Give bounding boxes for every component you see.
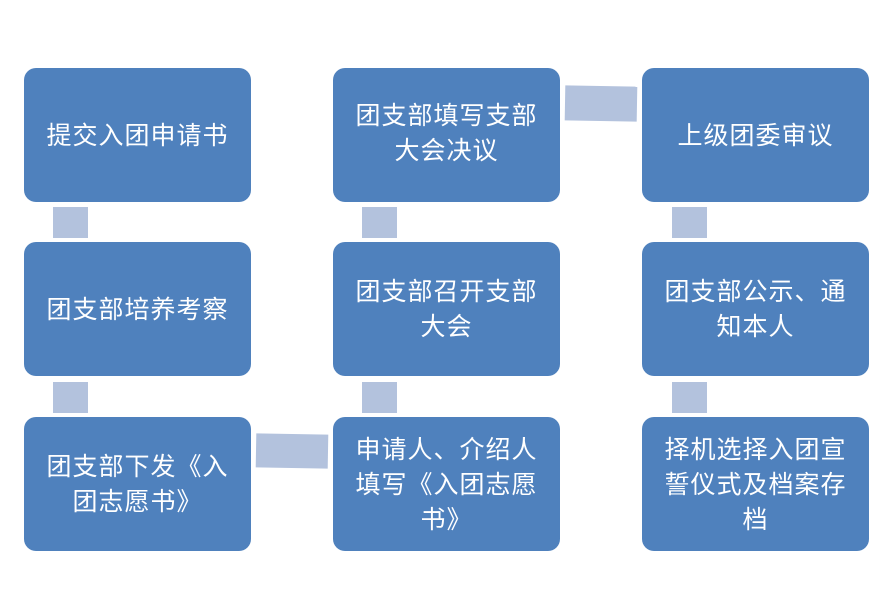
- step-4-box: 申请人、介绍人填写《入团志愿书》: [333, 417, 560, 551]
- connector: [672, 207, 707, 238]
- step-1-box: 提交入团申请书: [24, 68, 251, 202]
- connector: [362, 207, 397, 238]
- connector: [53, 207, 88, 238]
- step-label: 提交入团申请书: [46, 120, 229, 150]
- step-label: 团支部培养考察: [46, 294, 229, 324]
- step-label: 择机选择入团宣誓仪式及档案存档: [664, 434, 847, 534]
- step-label: 团支部公示、通知本人: [664, 277, 847, 341]
- step-9-box: 择机选择入团宣誓仪式及档案存档: [642, 417, 869, 551]
- step-label: 上级团委审议: [677, 120, 834, 150]
- step-label: 团支部下发《入团志愿书》: [46, 452, 229, 516]
- step-label: 团支部召开支部大会: [355, 277, 538, 341]
- step-5-box: 团支部召开支部大会: [333, 242, 560, 376]
- connector: [672, 382, 707, 413]
- connector: [362, 382, 397, 413]
- step-2-box: 团支部培养考察: [24, 242, 251, 376]
- connector: [564, 85, 638, 122]
- step-8-box: 团支部公示、通知本人: [642, 242, 869, 376]
- connector: [53, 382, 88, 413]
- connector: [255, 433, 329, 469]
- step-7-box: 上级团委审议: [642, 68, 869, 202]
- step-label: 团支部填写支部大会决议: [355, 101, 538, 165]
- step-6-box: 团支部填写支部大会决议: [333, 68, 560, 202]
- step-label: 申请人、介绍人填写《入团志愿书》: [355, 434, 538, 534]
- step-3-box: 团支部下发《入团志愿书》: [24, 417, 251, 551]
